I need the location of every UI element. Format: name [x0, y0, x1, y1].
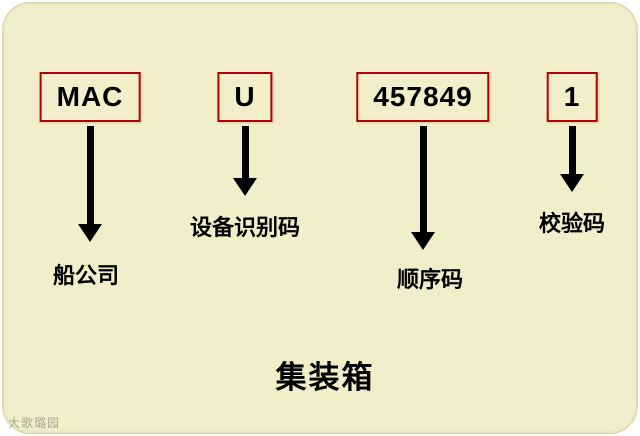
arrow-shaft: [419, 126, 427, 232]
code-box-owner: MAC: [39, 72, 141, 122]
code-box-equipment: U: [217, 72, 273, 122]
down-arrow: [560, 126, 584, 192]
down-arrow: [233, 126, 257, 196]
watermark-text: 大歌璐园: [8, 416, 61, 430]
code-text: MAC: [56, 81, 124, 112]
label-check: 校验码: [538, 211, 606, 236]
down-arrow: [78, 126, 102, 242]
arrow-head-icon: [233, 178, 257, 196]
arrow-shaft: [86, 126, 94, 224]
label-equipment: 设备识别码: [189, 215, 301, 240]
diagram-title: 集装箱: [275, 360, 375, 395]
code-box-serial: 457849: [356, 72, 490, 122]
code-box-check: 1: [546, 72, 598, 122]
label-serial: 顺序码: [396, 267, 464, 292]
arrow-shaft: [568, 126, 576, 174]
arrow-head-icon: [560, 174, 584, 192]
code-text: 1: [563, 81, 581, 112]
code-text: U: [234, 81, 256, 112]
label-owner: 船公司: [52, 263, 120, 288]
arrow-head-icon: [411, 232, 435, 250]
down-arrow: [411, 126, 435, 250]
arrow-shaft: [241, 126, 249, 178]
code-text: 457849: [373, 81, 473, 112]
arrow-head-icon: [78, 224, 102, 242]
